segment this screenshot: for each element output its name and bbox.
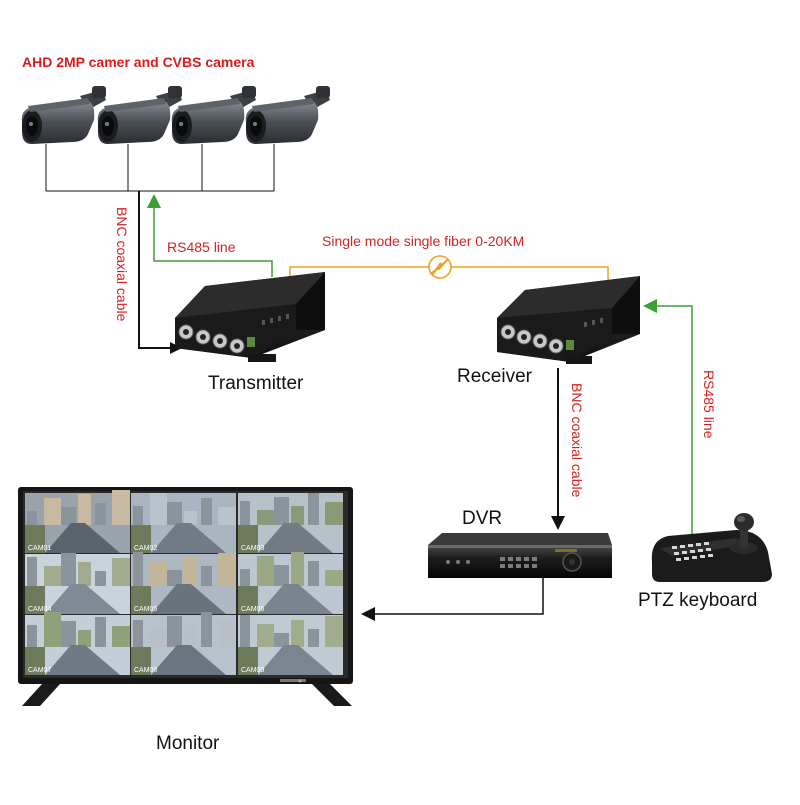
camera-feed-tile: CAM05 — [131, 552, 236, 614]
camera-1 — [21, 86, 106, 144]
camera-feed-label: CAM08 — [134, 667, 157, 674]
bnc-right-label: BNC coaxial cable — [569, 383, 585, 498]
camera-feed-tile: CAM04 — [25, 553, 130, 614]
camera-bus — [45, 144, 275, 192]
camera-feed-label: CAM03 — [241, 545, 264, 552]
bnc-cable-right — [551, 368, 565, 530]
ptz-keyboard-label: PTZ keyboard — [638, 590, 758, 611]
camera-feed-tile: CAM02 — [131, 493, 236, 553]
camera-feed-label: CAM04 — [28, 606, 51, 613]
camera-feed-tile: CAM01 — [25, 490, 130, 553]
camera-feed-tile: CAM08 — [131, 612, 236, 675]
diagram-title: AHD 2MP camer and CVBS camera — [22, 54, 255, 70]
rs485-left-label: RS485 line — [167, 239, 236, 255]
camera-feed-label: CAM02 — [134, 545, 157, 552]
rs485-line-left — [147, 194, 273, 277]
camera-feed-label: CAM01 — [28, 545, 51, 552]
transmitter-label: Transmitter — [208, 373, 304, 394]
dvr-to-monitor-cable — [361, 578, 544, 621]
rs485-line-right — [643, 299, 693, 540]
camera-2 — [97, 86, 182, 144]
dvr-label: DVR — [462, 508, 503, 529]
camera-group — [21, 86, 330, 144]
camera-feed-label: CAM05 — [134, 606, 157, 613]
receiver-device — [497, 276, 640, 364]
dvr-device — [428, 533, 612, 578]
monitor-label: Monitor — [156, 733, 220, 754]
transmitter-device — [175, 272, 325, 362]
camera-feed-tile: CAM03 — [238, 493, 343, 553]
camera-3 — [171, 86, 256, 144]
rs485-right-label: RS485 line — [701, 370, 717, 439]
camera-4 — [245, 86, 330, 144]
camera-feed-label: CAM09 — [241, 667, 264, 674]
ptz-keyboard-device — [651, 513, 772, 582]
camera-feed-label: CAM07 — [28, 667, 51, 674]
camera-feed-tile: CAM09 — [238, 615, 343, 675]
camera-feed-label: CAM06 — [241, 606, 264, 613]
bnc-left-label: BNC coaxial cable — [114, 207, 130, 322]
camera-feed-tile: CAM07 — [25, 612, 130, 675]
camera-feed-tile: CAM06 — [238, 552, 343, 614]
receiver-label: Receiver — [457, 366, 532, 387]
fiber-line — [289, 255, 609, 288]
fiber-label: Single mode single fiber 0-20KM — [322, 233, 525, 249]
